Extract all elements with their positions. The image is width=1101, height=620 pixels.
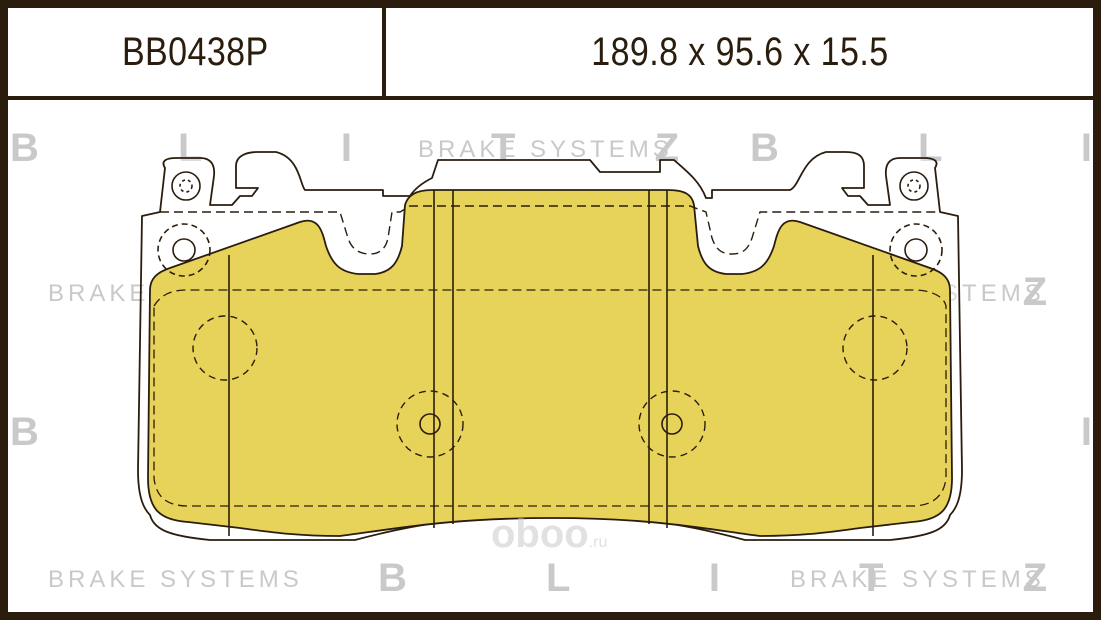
inner-outline-dashed <box>153 289 947 507</box>
watermark-tagline: BRAKE SYSTEMS <box>418 136 673 163</box>
watermark-brand: B L I T Z <box>378 556 1101 600</box>
brake-pad-drawing <box>137 151 963 541</box>
watermark-tagline: BRAKE SYSTEMS <box>48 566 303 593</box>
slot-lines <box>228 190 874 536</box>
part-number-cell: BB0438P <box>8 8 386 96</box>
watermark-brand: B L I T Z <box>10 126 744 170</box>
rivet-holes <box>419 413 683 435</box>
mounting-ears <box>157 171 943 277</box>
part-number: BB0438P <box>121 29 269 74</box>
friction-material <box>147 189 953 537</box>
dimensions-cell: 189.8 x 95.6 x 15.5 <box>386 8 1093 96</box>
dimensions: 189.8 x 95.6 x 15.5 <box>590 29 889 74</box>
watermark-brand: B L I T Z <box>750 126 1093 170</box>
header-bar: BB0438P 189.8 x 95.6 x 15.5 <box>8 8 1093 100</box>
plate-edge-dashed <box>160 205 940 255</box>
site-watermark: oboo.ru <box>491 512 608 556</box>
sensor-circles <box>192 315 908 458</box>
watermark-tagline: BRAKE SYSTEMS <box>790 566 1045 593</box>
